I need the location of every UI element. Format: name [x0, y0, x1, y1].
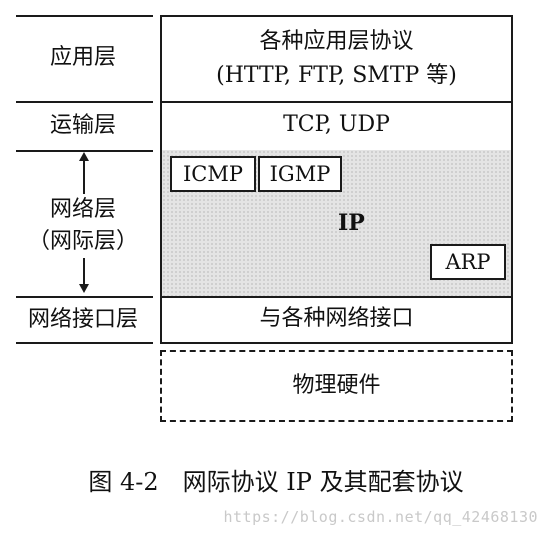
- network-interface-layer-label: 网络接口层: [27, 307, 138, 332]
- left-rule-network-interface: [16, 296, 153, 298]
- transport-layer-box: TCP, UDP: [160, 101, 513, 152]
- physical-hardware-text: 物理硬件: [292, 373, 381, 398]
- application-layer-label: 应用层: [49, 45, 116, 70]
- arrow-up-icon: [79, 152, 89, 161]
- network-layer-label: 网络层: [49, 197, 116, 222]
- arrow-shaft-lower: [83, 258, 85, 286]
- application-protocols-title: 各种应用层协议: [259, 29, 414, 54]
- left-rule-top: [16, 15, 153, 17]
- network-interface-box: 与各种网络接口: [160, 296, 513, 344]
- left-rule-app-transport: [16, 101, 153, 103]
- icmp-box: ICMP: [170, 156, 256, 192]
- arrow-down-icon: [79, 284, 89, 293]
- left-rule-bottom: [16, 342, 153, 344]
- transport-layer-label: 运输层: [49, 113, 116, 138]
- physical-hardware-box: 物理硬件: [160, 350, 513, 422]
- internet-layer-label: （网际层）: [27, 229, 138, 254]
- ip-label: IP: [338, 210, 365, 236]
- arrow-shaft-upper: [83, 160, 85, 194]
- watermark-url: https://blog.csdn.net/qq_42468130: [223, 508, 538, 526]
- network-layer-box: ICMP IGMP IP ARP: [160, 150, 513, 298]
- arp-box: ARP: [430, 244, 506, 280]
- application-protocols-list: (HTTP, FTP, SMTP 等): [216, 63, 457, 88]
- left-rule-transport-network: [16, 150, 153, 152]
- figure-caption: 图 4-2 网际协议 IP 及其配套协议: [88, 468, 464, 496]
- igmp-box: IGMP: [258, 156, 342, 192]
- transport-protocols: TCP, UDP: [283, 112, 390, 137]
- application-layer-box: 各种应用层协议 (HTTP, FTP, SMTP 等): [160, 15, 513, 103]
- network-interface-text: 与各种网络接口: [259, 306, 414, 331]
